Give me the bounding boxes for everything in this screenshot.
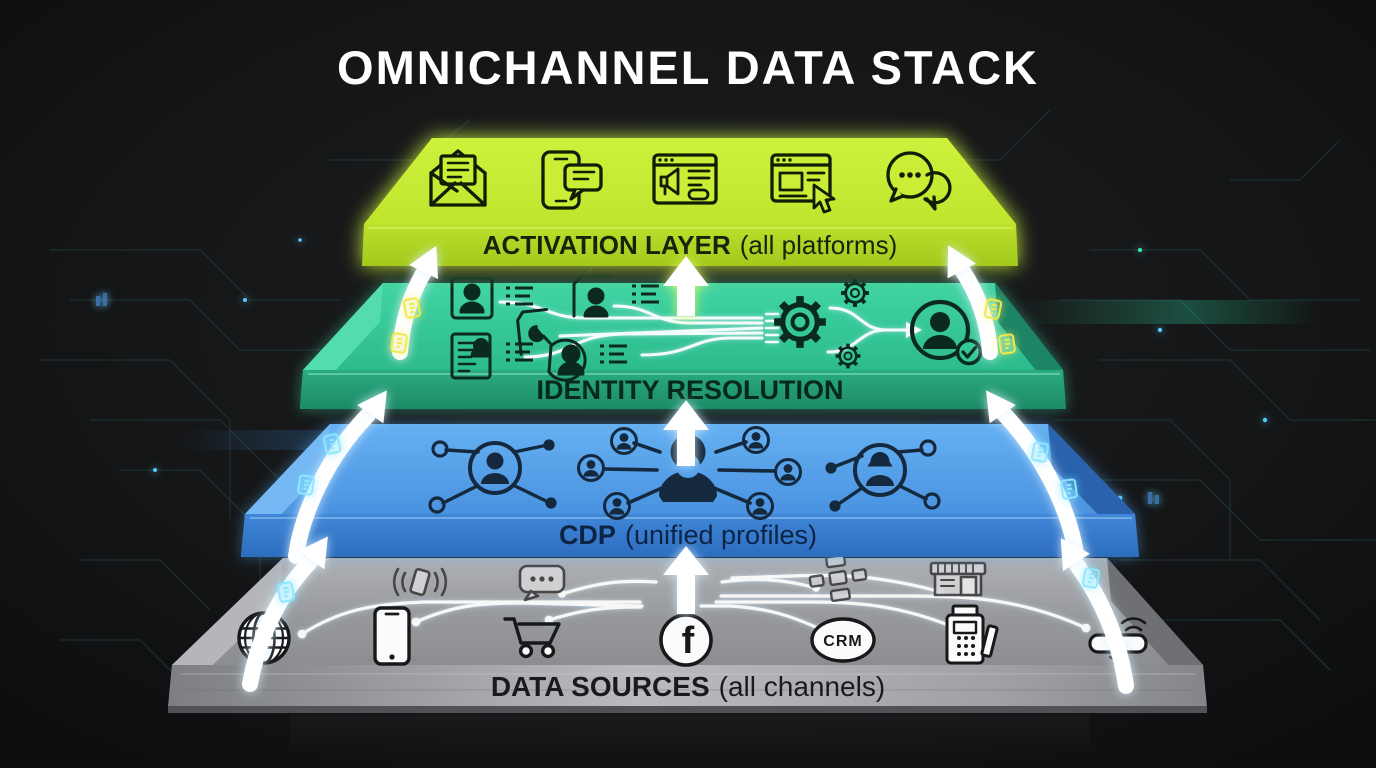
cdp-icons xyxy=(428,426,941,520)
activation-icons xyxy=(429,149,952,214)
arrow-cdp-to-identity xyxy=(663,400,709,466)
email-icon xyxy=(429,149,487,207)
layer-label-activation: ACTIVATION LAYER(all platforms) xyxy=(483,230,897,260)
arrow-sources-to-cdp xyxy=(663,546,709,614)
contact-card-icon xyxy=(450,276,494,320)
layer-label-data-sources: DATA SOURCES(all channels) xyxy=(491,671,885,702)
web-click-icon xyxy=(770,153,836,214)
floor-reflection xyxy=(290,714,1090,758)
chat-bubbles-icon xyxy=(886,151,952,211)
profile-network-right-icon xyxy=(825,439,941,512)
arrow-right-identity-to-activation xyxy=(954,262,998,360)
smartphone-icon xyxy=(373,606,411,666)
arrow-left-cdp-to-identity xyxy=(288,407,376,564)
circuit-traces-background xyxy=(39,109,1376,691)
arrow-left-sources-to-cdp xyxy=(242,554,318,692)
layer-label-identity: IDENTITY RESOLUTION xyxy=(536,375,843,405)
contact-phone-icon xyxy=(516,307,552,356)
sms-phone-icon xyxy=(541,150,603,210)
verified-profile-icon xyxy=(909,299,983,366)
page-title: OMNICHANNEL DATA STACK xyxy=(337,41,1039,94)
ads-browser-icon xyxy=(652,153,718,205)
arrow-identity-to-activation xyxy=(663,256,709,316)
contact-note-icon xyxy=(572,274,614,318)
contact-doc-icon xyxy=(450,332,492,380)
chat-icon xyxy=(518,564,566,602)
pos-terminal-icon xyxy=(945,604,999,665)
crm-label: CRM xyxy=(823,633,862,650)
arrow-right-cdp-to-identity xyxy=(996,406,1084,562)
facebook-icon: f xyxy=(659,613,713,667)
person-record-icon xyxy=(547,338,587,382)
identity-icons xyxy=(450,274,983,382)
beacon-icon xyxy=(392,567,448,597)
cart-icon xyxy=(503,617,561,659)
layer-label-cdp: CDP(unified profiles) xyxy=(559,520,817,550)
crm-icon: CRM xyxy=(810,617,876,663)
profile-network-left-icon xyxy=(428,439,557,514)
facebook-letter: f xyxy=(682,620,695,662)
storefront-icon xyxy=(929,561,987,597)
share-network-icon xyxy=(808,554,868,602)
